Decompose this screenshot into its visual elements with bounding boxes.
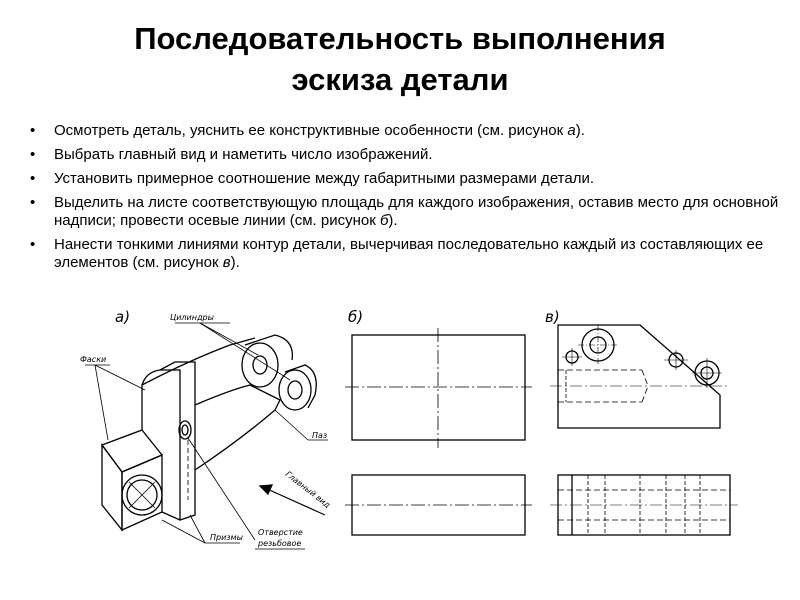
- prism-front-face: [121, 454, 163, 532]
- instruction-item-2: • Выбрать главный вид и наметить число из…: [30, 146, 790, 164]
- label-a: а): [115, 308, 130, 326]
- callout-chamfers: Фаски: [80, 355, 106, 364]
- instruction-text-5: Нанести тонкими линиями контур детали, в…: [54, 236, 764, 271]
- instruction-text-4: Выделить на листе соответствующую площад…: [54, 194, 779, 229]
- front-circle-inner: [126, 479, 158, 511]
- body-side: [159, 361, 196, 521]
- title-line-2: эскиза детали: [291, 62, 509, 97]
- label-b: б): [348, 308, 363, 326]
- bullet-icon: •: [30, 236, 36, 253]
- callout-prisms: Призмы: [210, 533, 243, 542]
- layout-axes-view: б): [345, 308, 532, 536]
- main-view-arrow: [264, 487, 326, 516]
- front-view-frame: [351, 334, 526, 441]
- front-circle-outer: [121, 474, 163, 516]
- label-v: в): [545, 308, 560, 326]
- callout-cylinders: Цилиндры: [170, 313, 214, 322]
- prism-top-face: [100, 429, 164, 473]
- instruction-item-3: • Установить примерное соотношение между …: [30, 170, 790, 188]
- callout-threaded-hole-2: резьбовое: [257, 539, 301, 548]
- instruction-tail-1: ).: [575, 122, 585, 139]
- instruction-item-5: • Нанести тонкими линиями контур детали, …: [30, 236, 790, 272]
- top-view-outline: [557, 474, 731, 536]
- front-view-outline: [557, 324, 721, 429]
- threaded-hole: [178, 420, 192, 440]
- bullet-icon: •: [30, 146, 36, 163]
- cylinder-2-hole: [287, 380, 303, 400]
- arm-lower-edge: [194, 384, 281, 406]
- callout-threaded-hole-1: Отверстие: [258, 528, 303, 537]
- figure-ref-b: б: [379, 212, 389, 229]
- instruction-text-1: Осмотреть деталь, уяснить ее конструктив…: [54, 122, 568, 139]
- figure-ref-a: а: [567, 122, 576, 139]
- title-line-1: Последовательность выполнения: [134, 21, 666, 56]
- bullet-icon: •: [30, 122, 36, 139]
- instruction-item-4: • Выделить на листе соответствующую площа…: [30, 194, 790, 230]
- instruction-text-2: Выбрать главный вид и наметить число изо…: [54, 146, 433, 163]
- sketch-figure: а) Цилиндры Фаски: [80, 290, 790, 590]
- bullet-icon: •: [30, 170, 36, 187]
- arm-top-edge: [141, 337, 256, 386]
- cylinder-2-face: [278, 369, 312, 411]
- instruction-tail-5: ).: [230, 254, 240, 271]
- cylinder-1-hole: [252, 355, 268, 375]
- sketch-drawing: а) Цилиндры Фаски: [80, 308, 738, 550]
- instruction-text-3: Установить примерное соотношение между г…: [54, 170, 594, 187]
- page-title: Последовательность выполнения эскиза дет…: [0, 18, 800, 100]
- arm-bottom-edge: [194, 399, 281, 471]
- instruction-tail-4: ).: [388, 212, 398, 229]
- arrow-head-icon: [258, 484, 274, 496]
- instruction-item-1: • Осмотреть деталь, уяснить ее конструкти…: [30, 122, 790, 140]
- cylinder-1-face: [241, 342, 279, 388]
- contour-view: в): [545, 308, 738, 536]
- isometric-part-view: а) Цилиндры Фаски: [80, 308, 332, 550]
- figure-ref-v: в: [222, 254, 231, 271]
- instruction-list: • Осмотреть деталь, уяснить ее конструкти…: [30, 122, 790, 278]
- callout-groove: Паз: [312, 431, 327, 440]
- bullet-icon: •: [30, 194, 36, 211]
- callout-main-view: Главный вид: [284, 469, 332, 510]
- prism-left-face: [101, 443, 123, 532]
- body-outline: [141, 369, 181, 522]
